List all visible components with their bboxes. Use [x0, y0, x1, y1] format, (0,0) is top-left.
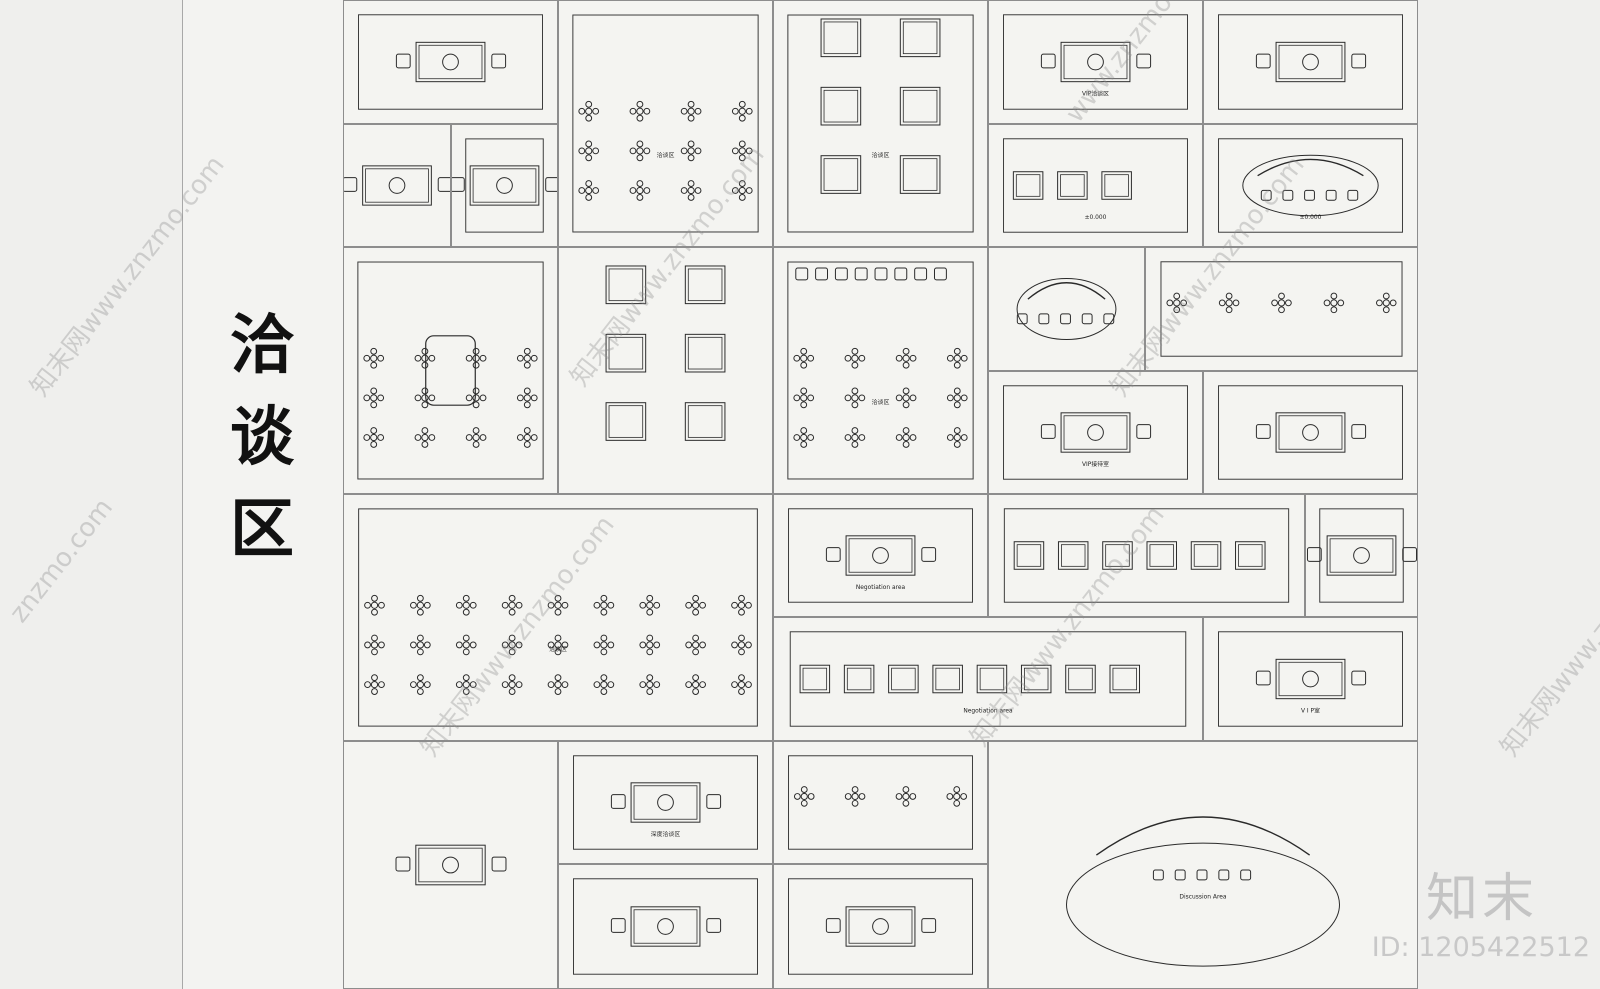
plan-drawing-long-bench	[1003, 508, 1290, 603]
plan-cell-small-room	[1305, 494, 1418, 617]
plan-label-17: Negotiation area	[856, 585, 906, 591]
plan-label-21: V I P室	[1301, 706, 1320, 714]
plan-drawing-booth-area: Negotiation area	[788, 508, 973, 603]
plan-cell-reception	[1203, 0, 1418, 124]
plan-cell-vip-room: V I P室	[1203, 617, 1418, 741]
plan-drawing-mixed: 洽谈区	[358, 508, 758, 727]
plan-cell-curve-seat	[988, 247, 1145, 371]
plan-label-16: 洽谈区	[549, 645, 567, 653]
plan-drawing-vip-reception: VIP接待室	[1003, 385, 1188, 480]
plan-cell-tables-row	[773, 741, 988, 864]
plan-cell-curve-room: ±0.000	[1203, 124, 1418, 247]
plan-cell-vip: VIP洽谈区	[988, 0, 1203, 124]
brand-logo: 知末	[1425, 869, 1538, 929]
plan-cell-discussion: Discussion Area	[988, 741, 1418, 989]
title-char-3: 区	[230, 493, 294, 567]
plan-cell-vip-reception: VIP接待室	[988, 371, 1203, 494]
plan-cell-bar: 洽谈区	[773, 247, 988, 494]
plan-drawing-lounge-row: ±0.000	[1003, 138, 1188, 233]
title-char-1: 洽	[230, 309, 294, 383]
plan-label-20: Negotiation area	[963, 708, 1013, 714]
plan-cell-pool	[343, 247, 558, 494]
title-char-2: 谈	[230, 401, 294, 475]
plan-drawing-small-room	[1306, 508, 1417, 603]
plan-cell-lounge-row: ±0.000	[988, 124, 1203, 247]
plan-label-14: VIP接待室	[1082, 460, 1109, 468]
page-title: 洽 谈 区	[222, 300, 302, 576]
plan-drawing-pool	[357, 261, 544, 480]
plan-label-8: ±0.000	[1300, 215, 1322, 221]
watermark-far-right: 知末网www.znzmo.com	[1494, 510, 1600, 763]
plan-cell-office	[343, 741, 558, 989]
plan-cell-room-sofa	[1203, 371, 1418, 494]
plan-cell-corner-desk	[451, 124, 558, 247]
plan-drawing-vip-room: V I P室	[1218, 631, 1403, 727]
plan-cell-elevation-line	[773, 864, 988, 989]
plan-drawing-tables-row	[788, 755, 973, 850]
plan-cell-tables-grid: 洽谈区	[558, 0, 773, 247]
watermark-left-2: znzmo.com	[4, 493, 119, 629]
plan-cell-long-bench	[988, 494, 1305, 617]
plan-cell-mixed: 洽谈区	[343, 494, 773, 741]
plan-drawing-corner-desk	[452, 138, 557, 233]
plan-drawing-office	[395, 844, 507, 886]
plan-cell-bench	[343, 124, 451, 247]
plan-drawing-discussion: Discussion Area	[1066, 816, 1340, 967]
plan-cell-rect-lounge	[343, 0, 558, 124]
plan-drawing-curve-room: ±0.000	[1218, 138, 1403, 233]
title-strip	[182, 0, 345, 989]
plan-drawing-vip: VIP洽谈区	[1003, 14, 1188, 110]
plan-drawing-rect-lounge	[358, 14, 543, 110]
plan-drawing-sofa-stack: 洽谈区	[787, 14, 974, 233]
plan-drawing-booths	[605, 265, 726, 441]
plan-drawing-room-sofa	[1218, 385, 1403, 480]
plan-drawing-reception	[1218, 14, 1403, 110]
plan-drawing-deep: 深度洽谈区	[573, 755, 758, 850]
plan-drawing-curve-seat	[1016, 278, 1117, 340]
plan-cell-deep: 深度洽谈区	[558, 741, 773, 864]
plan-label-2: 洽谈区	[872, 151, 890, 159]
plan-drawing-bar: 洽谈区	[787, 261, 974, 480]
plan-cell-elevation-room	[558, 864, 773, 989]
plan-cell-booths	[558, 247, 773, 494]
plan-drawing-tables-grid: 洽谈区	[572, 14, 759, 233]
plan-drawing-elevation-line	[788, 878, 973, 975]
plan-label-3: VIP洽谈区	[1082, 89, 1109, 97]
plan-cell-booth-area: Negotiation area	[773, 494, 988, 617]
plan-cell-lounge-wave	[1145, 247, 1418, 371]
plan-label-1: 洽谈区	[657, 151, 675, 159]
plan-cell-negotiation-row: Negotiation area	[773, 617, 1203, 741]
plan-label-23: 深度洽谈区	[651, 830, 681, 838]
plan-cell-sofa-stack: 洽谈区	[773, 0, 988, 247]
image-id-label: ID: 1205422512	[1371, 932, 1590, 963]
plan-drawing-elevation-room	[573, 878, 758, 975]
plan-drawing-negotiation-row: Negotiation area	[789, 631, 1187, 727]
plan-label-25: Discussion Area	[1179, 894, 1226, 901]
plan-label-11: 洽谈区	[872, 398, 890, 406]
plan-label-7: ±0.000	[1085, 215, 1107, 221]
plan-drawing-lounge-wave	[1160, 261, 1403, 357]
plan-drawing-bench	[344, 165, 450, 206]
